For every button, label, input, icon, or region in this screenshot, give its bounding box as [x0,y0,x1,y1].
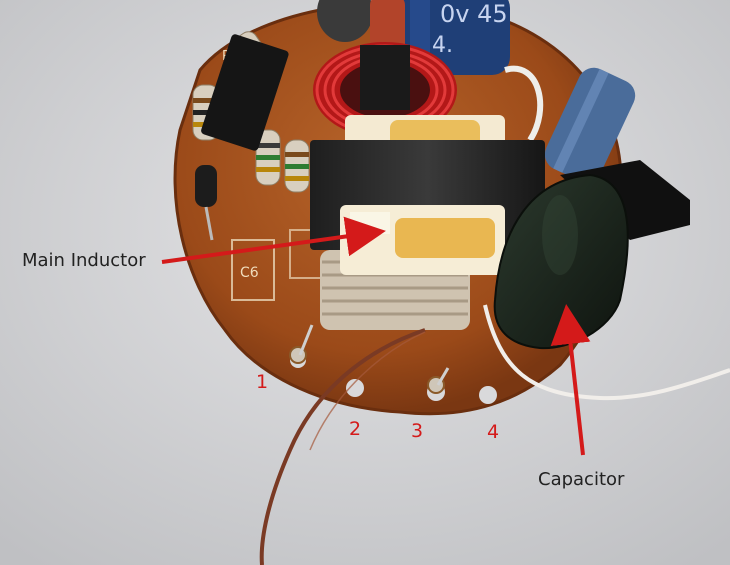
transistor [201,34,289,151]
diode [195,165,217,241]
film-capacitor [493,160,690,350]
pin-lead [436,367,450,386]
pin-label-3: 3 [411,420,424,442]
wire [504,65,544,142]
pin-lead [298,324,314,356]
capacitor-arrow [550,304,591,456]
resistor [284,139,310,193]
copper-wire [259,328,426,565]
capacitor-print: 0v 45 [440,0,508,28]
small-electrolytic-capacitor [544,67,636,183]
capacitor-label: Capacitor [538,469,625,490]
resistor [255,129,281,186]
pin-label-2: 2 [349,418,362,440]
pin-label-4: 4 [487,421,500,443]
pin-label-1: 1 [256,371,269,393]
main-inductor-label: Main Inductor [22,250,146,271]
main-inductor-arrow [161,216,386,264]
capacitor-print-2: 4. [432,33,453,58]
white-wire [483,304,730,401]
silkscreen-c6: C6 [240,265,259,281]
